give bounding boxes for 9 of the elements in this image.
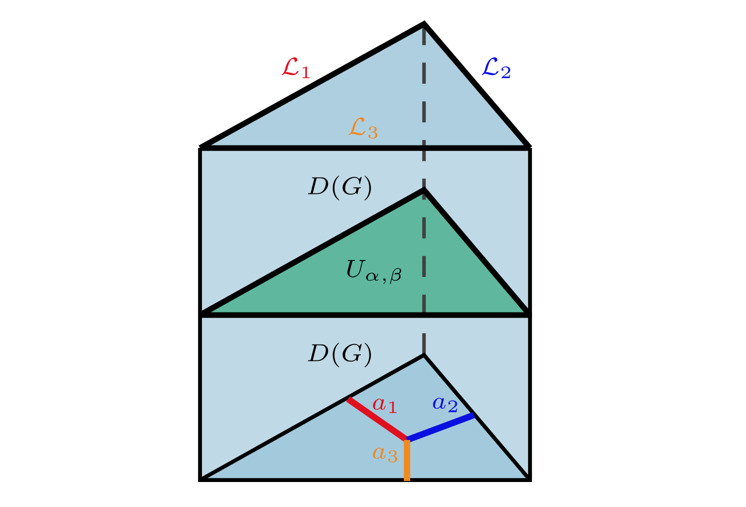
line-label: $\mathcal{L}_1$ [282,57,310,78]
region-label: $D(G)$ [308,342,371,368]
region-label: $U_{\alpha,\beta}$ [347,260,402,284]
segment-label: $a_3$ [373,448,398,462]
segment-label: $a_1$ [373,398,397,414]
segment-label: $a_2$ [433,398,458,412]
line-label: $\mathcal{L}_2$ [482,57,510,78]
region-label: $D(G)$ [308,176,371,200]
line-label: $\mathcal{L}_3$ [348,117,378,139]
